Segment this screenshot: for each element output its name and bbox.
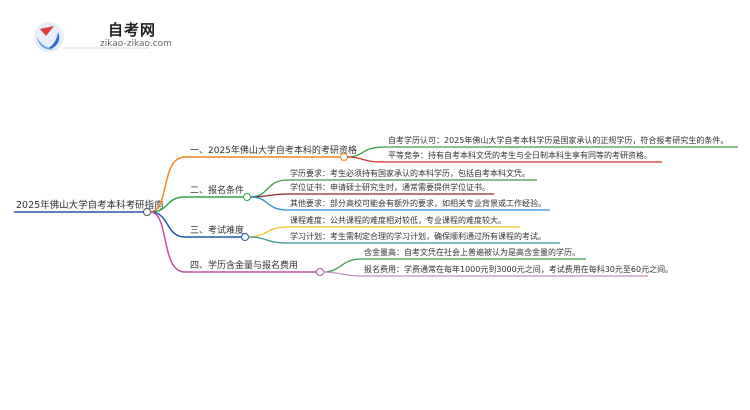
leaf-4-2: 报名费用：学费通常在每年1000元到3000元之间，考试费用在每科30元至60元… <box>364 264 673 274</box>
root-connector <box>143 208 151 216</box>
brand-url: zikao-zikao.com <box>100 39 172 49</box>
edge-b2-l3 <box>249 196 289 211</box>
branch-3-connector <box>241 233 249 241</box>
leaf-4-1: 含金量高：自考文凭在社会上普遍被认为是高含金量的学历。 <box>364 247 580 257</box>
leaf-2-1: 学历要求：考生必须持有国家承认的本科学历，包括自考本科文凭。 <box>290 168 530 178</box>
edge-root-b1 <box>149 156 186 213</box>
edge-b4-l1 <box>322 258 363 273</box>
leaf-3-1: 课程难度：公共课程的难度相对较低，专业课程的难度较大。 <box>290 215 506 225</box>
edge-b4-l2 <box>322 271 363 277</box>
branch-3-label: 三、考试难度 <box>190 224 244 236</box>
branch-4-connector <box>316 268 324 276</box>
leaf-3-2: 学习计划：考生需制定合理的学习计划，确保顺利通过所有课程的考试。 <box>290 231 546 241</box>
branch-1-connector <box>340 153 348 161</box>
root-node: 2025年佛山大学自考本科考研指南 <box>16 199 164 211</box>
edge-b3-l2 <box>247 236 289 244</box>
edge-root-b3 <box>149 211 186 238</box>
edge-root-b2 <box>149 196 186 213</box>
brand-name: 自考网 <box>108 21 157 39</box>
branch-4-label: 四、学历含金量与报名费用 <box>190 259 298 271</box>
leaf-2-2: 学位证书：申请硕士研究生时，通常需要提供学位证书。 <box>290 182 490 192</box>
leaf-1-1: 自考学历认可：2025年佛山大学自考本科学历是国家承认的正规学历，符合报考研究生… <box>388 135 728 145</box>
branch-1-label: 一、2025年佛山大学自考本科的考研资格 <box>190 144 357 156</box>
edge-root-b4 <box>149 211 186 273</box>
branch-2-label: 二、报名条件 <box>190 184 244 196</box>
branch-2-connector <box>243 193 251 201</box>
edge-b3-l1 <box>247 226 289 238</box>
logo-mark-icon <box>34 22 64 52</box>
leaf-2-3: 其他要求：部分高校可能会有额外的要求，如相关专业背景或工作经验。 <box>290 198 546 208</box>
leaf-1-2: 平等竞争：持有自考本科文凭的考生与全日制本科生享有同等的考研资格。 <box>388 150 652 160</box>
site-logo[interactable]: 自考网 zikao-zikao.com <box>30 18 210 54</box>
edge-b1-l2 <box>346 156 386 163</box>
edge-b2-l2 <box>249 193 289 198</box>
